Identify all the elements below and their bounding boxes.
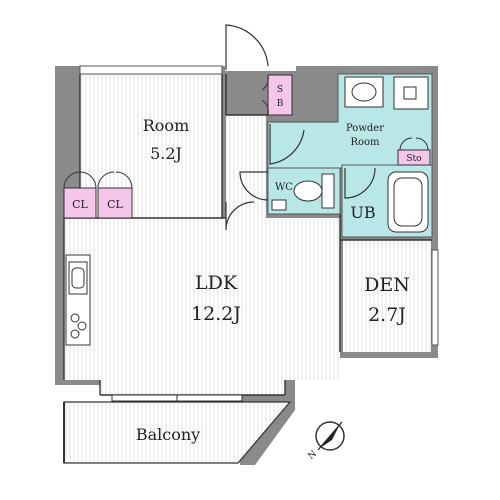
kitchen-counter bbox=[65, 254, 91, 346]
den-size: 2.7J bbox=[368, 304, 406, 326]
shoe-box bbox=[267, 74, 293, 116]
wc-label: WC bbox=[275, 182, 293, 193]
compass-icon bbox=[315, 421, 345, 451]
washbasin-icon bbox=[344, 76, 384, 108]
room-label: Room bbox=[143, 116, 189, 135]
closet-left-label: CL bbox=[72, 198, 88, 211]
storage-door bbox=[399, 137, 429, 151]
closet-right bbox=[97, 187, 133, 219]
closet-doors bbox=[63, 171, 133, 189]
powder-room-label-line2: Room bbox=[350, 137, 380, 148]
room-size: 5.2J bbox=[150, 144, 182, 163]
den-floor bbox=[343, 240, 431, 352]
doors bbox=[225, 24, 376, 231]
closet-right-label: CL bbox=[107, 198, 123, 211]
ldk-floor bbox=[64, 218, 340, 395]
compass-label: N bbox=[306, 449, 319, 462]
den-label: DEN bbox=[364, 274, 410, 296]
ldk-size: 12.2J bbox=[191, 303, 241, 325]
ub-label: UB bbox=[350, 203, 375, 222]
shoe-box-door bbox=[261, 74, 269, 116]
storage bbox=[397, 149, 431, 166]
den-window bbox=[431, 249, 439, 346]
bathtub-icon bbox=[387, 171, 429, 233]
shoe-box-label-b: B bbox=[277, 99, 284, 109]
entry-floor bbox=[226, 115, 266, 225]
toilet-icon bbox=[271, 173, 335, 211]
shoe-box-label-s: S bbox=[277, 85, 283, 95]
washing-machine-icon bbox=[393, 76, 429, 110]
closet-left bbox=[63, 187, 97, 219]
powder-room-label-line1: Powder bbox=[346, 123, 384, 134]
storage-label: Sto bbox=[406, 154, 421, 164]
balcony-label: Balcony bbox=[136, 425, 200, 444]
stove-icon bbox=[70, 313, 87, 339]
ldk-label: LDK bbox=[195, 272, 238, 294]
room-window bbox=[79, 65, 223, 75]
